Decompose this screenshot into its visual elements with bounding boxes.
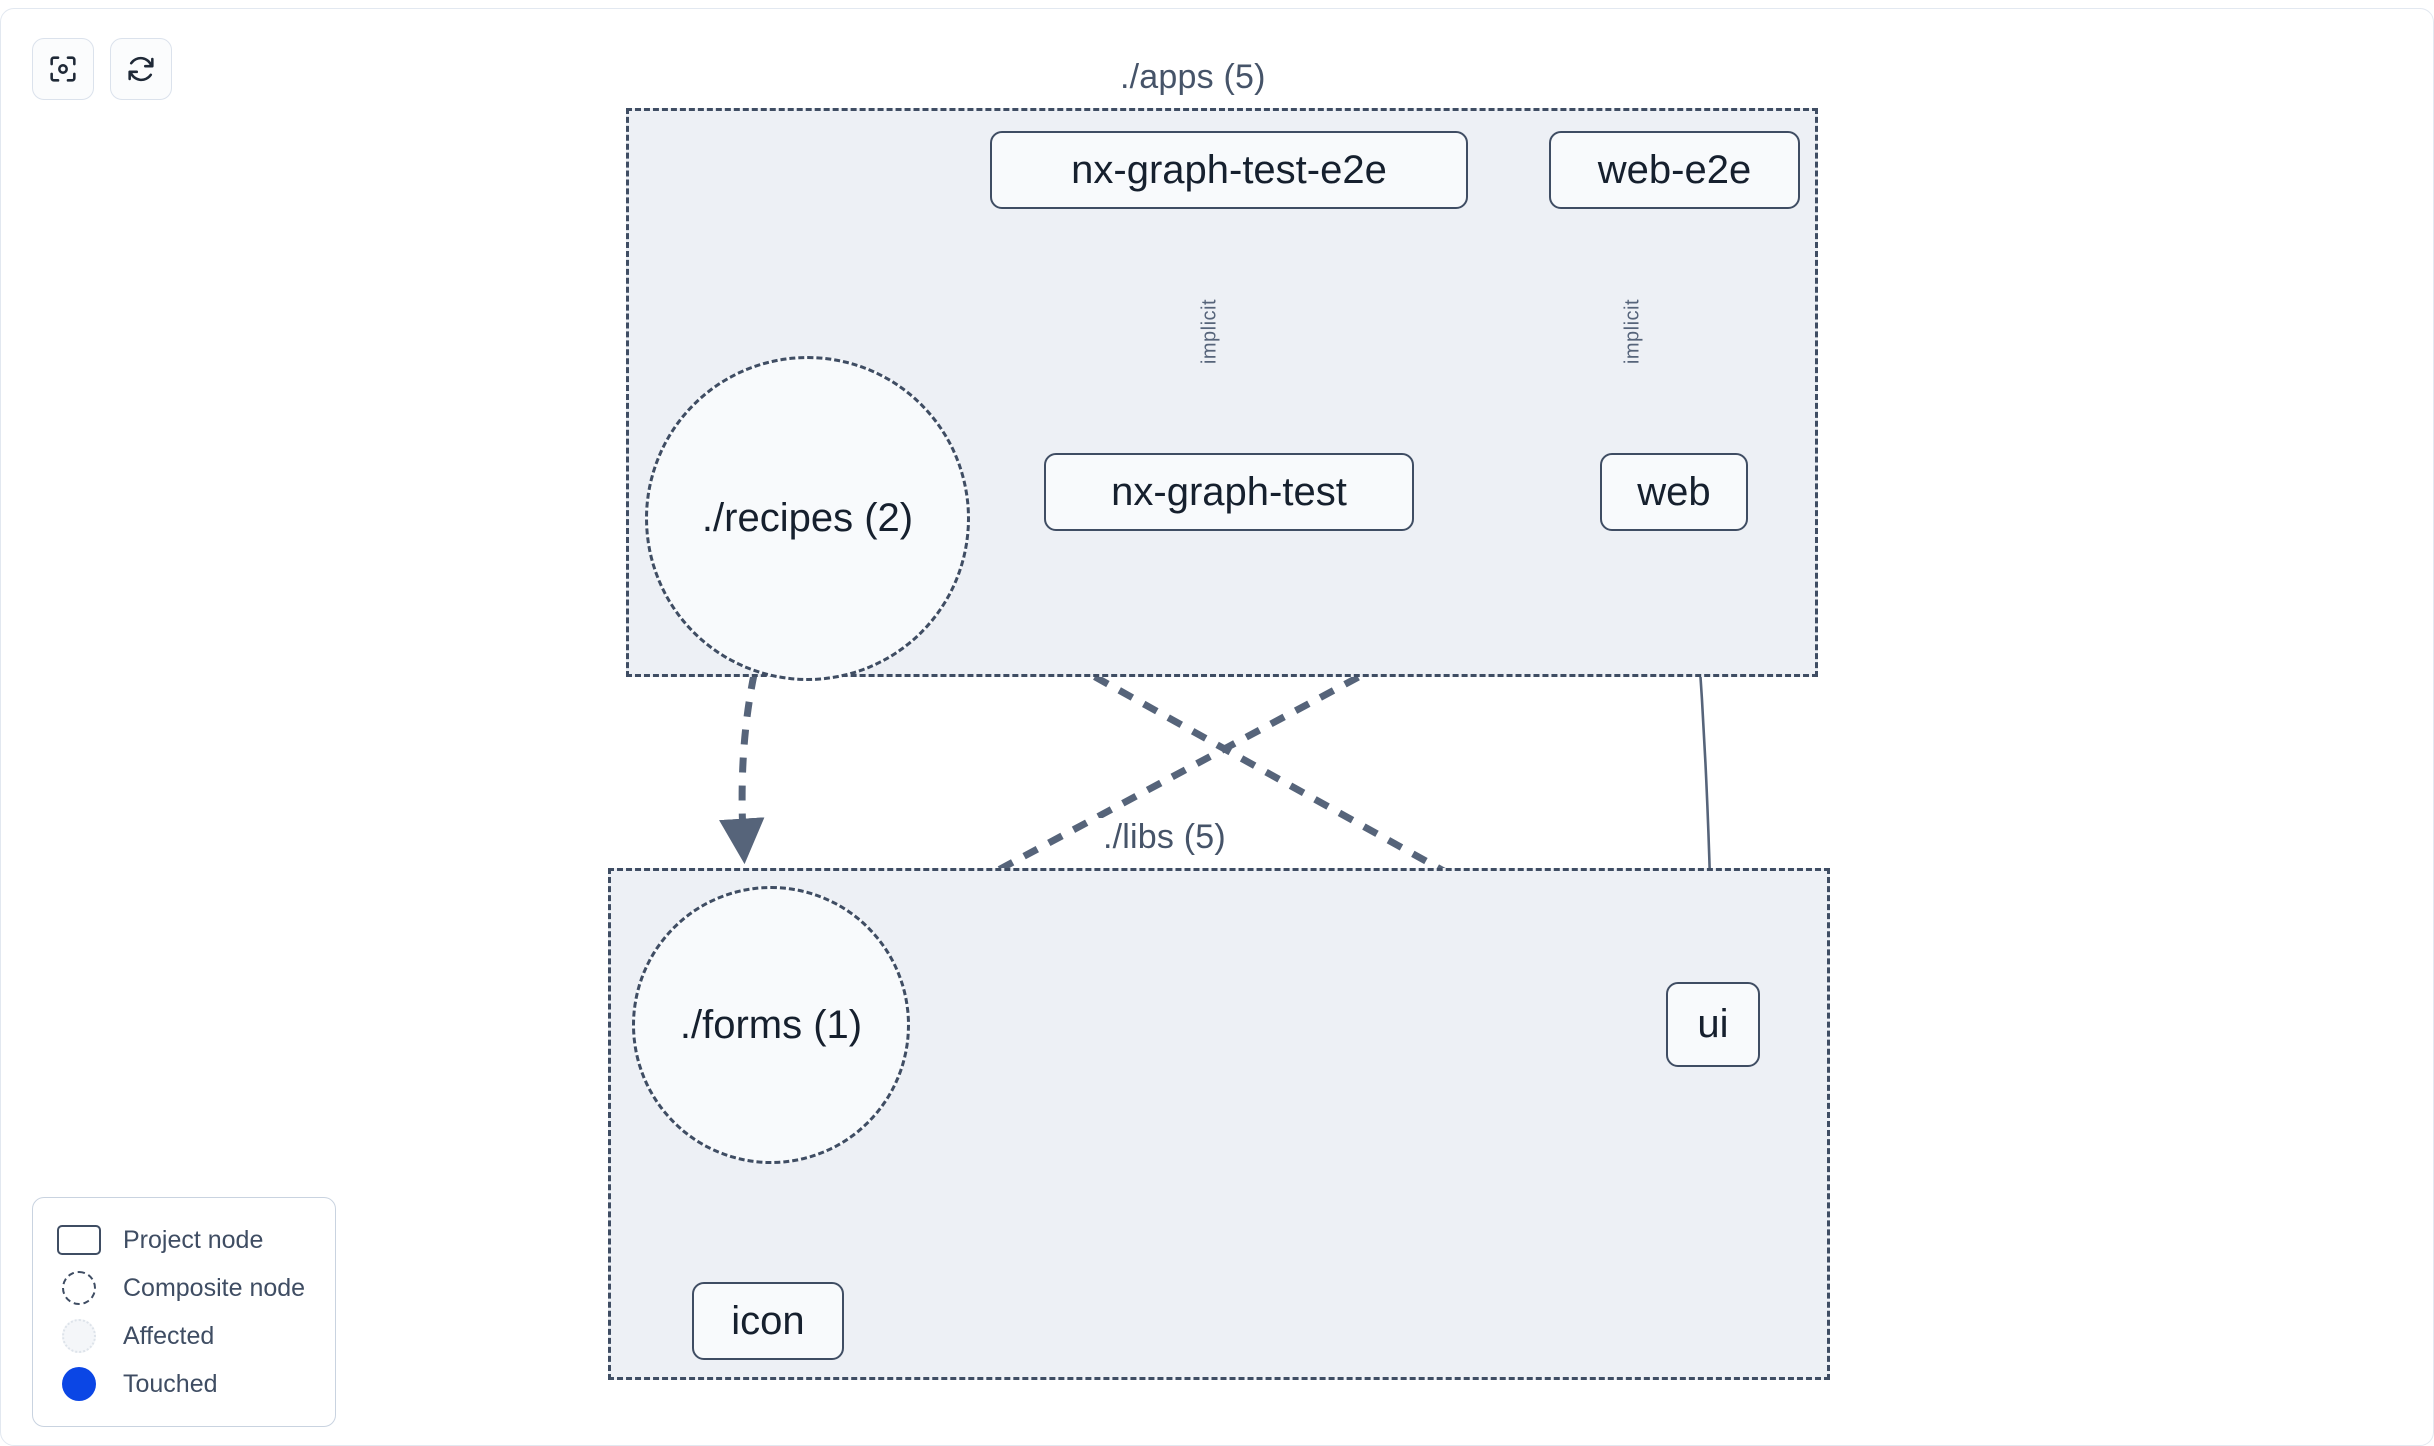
project-node-web-e2e-label: web-e2e [1597, 147, 1752, 192]
affected-swatch [55, 1319, 103, 1353]
viewfinder-icon [46, 52, 80, 86]
legend-label-touched: Touched [123, 1369, 218, 1398]
edge-recipes-to-ui[interactable] [946, 591, 1653, 988]
composite-node-forms[interactable]: ./forms (1) [632, 886, 910, 1164]
project-node-web[interactable]: web [1600, 453, 1748, 531]
group-label-apps: ./apps (5) [1110, 58, 1276, 97]
graph-toolbar [32, 38, 172, 100]
project-node-nx-graph-test-e2e[interactable]: nx-graph-test-e2e [990, 131, 1468, 209]
project-node-web-label: web [1637, 469, 1711, 514]
legend-label-composite-node: Composite node [123, 1273, 306, 1302]
legend-item-affected: Affected [55, 1312, 313, 1360]
graph-legend: Project node Composite node Affected Tou… [32, 1197, 336, 1427]
project-node-swatch [55, 1225, 103, 1255]
composite-node-swatch [55, 1271, 103, 1305]
group-label-libs: ./libs (5) [1093, 818, 1236, 857]
refresh-icon [124, 52, 158, 86]
project-node-icon-label: icon [731, 1298, 805, 1343]
edge-web-to-forms[interactable] [896, 541, 1607, 925]
touched-swatch [55, 1367, 103, 1401]
composite-node-recipes-label: ./recipes (2) [701, 496, 914, 540]
project-node-nx-graph-test[interactable]: nx-graph-test [1044, 453, 1414, 531]
edge-label-implicit-web: implicit [1621, 298, 1644, 365]
legend-label-affected: Affected [123, 1321, 215, 1350]
project-node-ui[interactable]: ui [1666, 982, 1760, 1067]
legend-item-touched: Touched [55, 1360, 313, 1408]
focus-graph-button[interactable] [32, 38, 94, 100]
refresh-graph-button[interactable] [110, 38, 172, 100]
legend-label-project-node: Project node [123, 1225, 264, 1254]
composite-node-forms-label: ./forms (1) [679, 1002, 863, 1047]
composite-node-recipes[interactable]: ./recipes (2) [645, 356, 970, 681]
legend-item-composite-node: Composite node [55, 1264, 313, 1312]
project-node-nx-graph-test-e2e-label: nx-graph-test-e2e [1071, 147, 1387, 192]
project-node-nx-graph-test-label: nx-graph-test [1111, 469, 1347, 514]
legend-item-project-node: Project node [55, 1216, 313, 1264]
project-node-ui-label: ui [1697, 1002, 1729, 1046]
project-node-web-e2e[interactable]: web-e2e [1549, 131, 1800, 209]
edge-label-implicit-nx-graph-test: implicit [1198, 298, 1221, 365]
project-node-icon[interactable]: icon [692, 1282, 844, 1360]
